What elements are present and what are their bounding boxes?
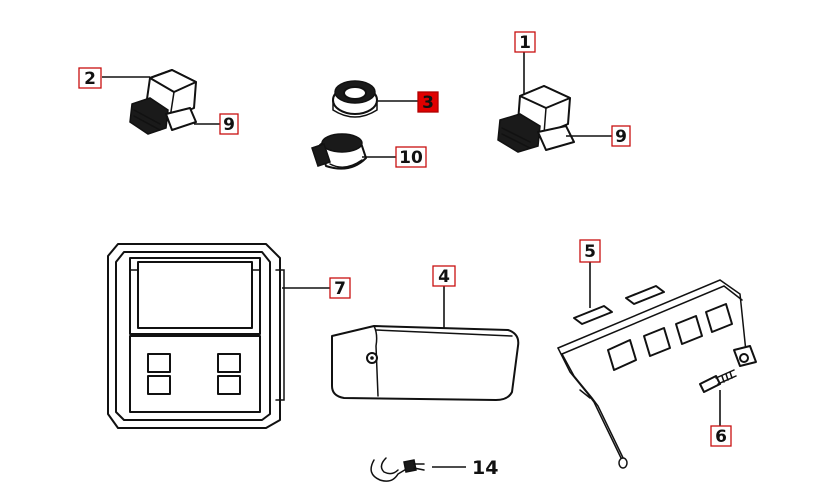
svg-text:2: 2 [84,69,96,89]
callout-2[interactable]: 2 [78,67,102,89]
callout-9-right[interactable]: 9 [611,125,631,147]
callout-1[interactable]: 1 [514,31,536,53]
svg-text:1: 1 [519,33,531,53]
callout-9-left[interactable]: 9 [219,113,239,135]
callout-10[interactable]: 10 [395,146,427,168]
leader-lines [102,52,721,468]
svg-text:6: 6 [715,427,727,447]
callout-3-highlighted[interactable]: 3 [417,91,439,113]
svg-text:7: 7 [334,279,346,299]
svg-text:9: 9 [223,115,235,135]
part-7-display-panel[interactable] [107,243,285,429]
part-4-cover[interactable] [331,325,520,401]
callout-7[interactable]: 7 [329,277,351,299]
callout-5[interactable]: 5 [579,239,601,263]
callout-4[interactable]: 4 [432,265,456,287]
svg-text:4: 4 [438,267,450,287]
part-1-relay[interactable] [497,85,575,153]
part-10-holder[interactable] [311,133,367,170]
svg-text:9: 9 [615,127,627,147]
callout-14[interactable]: 14 [472,457,498,479]
part-5-bracket[interactable] [557,279,757,469]
part-6-screw[interactable] [699,369,737,393]
svg-text:5: 5 [584,242,596,262]
part-14-clamp[interactable] [370,457,425,482]
svg-text:3: 3 [422,93,434,113]
svg-text:14: 14 [472,457,498,479]
part-3-grommet[interactable] [332,80,378,118]
svg-text:10: 10 [399,148,423,168]
part-2-relay[interactable] [129,69,197,135]
callout-6[interactable]: 6 [710,425,732,447]
